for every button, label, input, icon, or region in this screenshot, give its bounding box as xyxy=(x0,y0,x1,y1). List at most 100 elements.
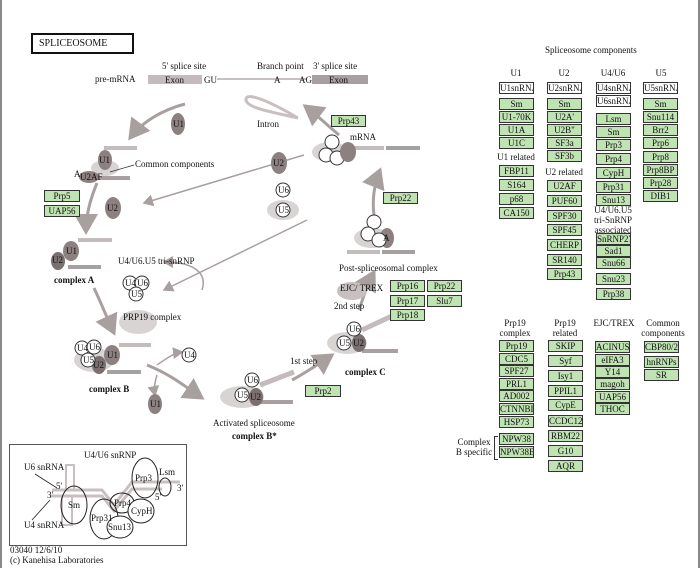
gene-prp19-related-6[interactable]: RBM22 xyxy=(548,430,583,442)
gene-u2-related-3[interactable]: SPF45 xyxy=(547,224,582,236)
gene-u1-1[interactable]: U1-70K xyxy=(499,111,534,123)
gene-prp19-6[interactable]: HSP73 xyxy=(499,416,534,428)
gene-ejc-5[interactable]: THOC xyxy=(595,403,630,415)
gene-u1-related-0[interactable]: FBP11 xyxy=(499,165,534,177)
gene-uap56[interactable]: UAP56 xyxy=(44,205,80,217)
gene-u2-related-5[interactable]: SR140 xyxy=(547,254,582,266)
gene-u4u6-2[interactable]: Prp3 xyxy=(596,139,631,151)
gene-prp5[interactable]: Prp5 xyxy=(44,190,80,202)
gene-slu7[interactable]: Slu7 xyxy=(427,295,462,307)
u5-snrnp xyxy=(275,202,291,218)
gene-prp19-5[interactable]: CTNNBL1 xyxy=(499,403,534,415)
u2af-label: U2AF xyxy=(80,172,103,182)
gene-prp19-related-2[interactable]: Isy1 xyxy=(548,370,583,382)
gene-prp16[interactable]: Prp16 xyxy=(390,280,425,292)
prp4-label: Prp4 xyxy=(114,498,132,508)
e-exon2 xyxy=(98,176,130,180)
gene-ejc-4[interactable]: UAP56 xyxy=(595,391,630,403)
u2-c xyxy=(352,334,366,352)
gene-prp19-related-5[interactable]: CCDC12 xyxy=(548,415,583,427)
common-pointer xyxy=(109,164,135,173)
pre-mrna-label: pre-mRNA xyxy=(95,74,136,84)
post-exon2 xyxy=(382,250,415,254)
gene-u2-related-1[interactable]: PUF60 xyxy=(547,195,582,207)
gene-prp19-related-0[interactable]: SKIP xyxy=(548,340,583,352)
gene-u2-related-2[interactable]: SPF30 xyxy=(547,210,582,222)
gene-prp22-c[interactable]: Prp22 xyxy=(427,280,462,292)
gene-u4u6-5[interactable]: Prp31 xyxy=(596,181,631,193)
gene-u1-related-2[interactable]: p68 xyxy=(499,193,534,205)
gene-u2-2[interactable]: U2B" xyxy=(547,124,582,136)
gene-prp19-2[interactable]: SPF27 xyxy=(499,365,534,377)
gene-ejc-2[interactable]: Y14 xyxy=(595,366,630,378)
gene-ejc-0[interactable]: ACINUS xyxy=(595,341,630,353)
gene-u2-1[interactable]: U2A' xyxy=(547,111,582,123)
gene-prp22[interactable]: Prp22 xyxy=(383,192,418,204)
gene-prp19-3[interactable]: PRL1 xyxy=(499,378,534,390)
gene-prp19-related-4[interactable]: CypE xyxy=(548,399,583,411)
gene-prp19-related-3[interactable]: PPIL1 xyxy=(548,385,583,397)
gene-u5-6[interactable]: Prp28 xyxy=(643,177,678,189)
gene-u5-0[interactable]: Sm xyxy=(643,98,678,110)
u2-a-label: U2 xyxy=(52,255,63,265)
map-title[interactable]: SPLICEOSOME xyxy=(31,33,134,54)
bstar-exon xyxy=(257,400,293,404)
u1-header: U1 xyxy=(510,68,522,78)
gene-u5-1[interactable]: Snu114 xyxy=(643,111,678,123)
gene-u5-7[interactable]: DIB1 xyxy=(643,190,678,202)
gene-u1-related-1[interactable]: S164 xyxy=(499,179,534,191)
gene-prp19-4[interactable]: AD002 xyxy=(499,390,534,402)
gene-prp2[interactable]: Prp2 xyxy=(305,385,341,397)
gene-u2-3[interactable]: SF3a xyxy=(547,137,582,149)
gene-common-2[interactable]: SR xyxy=(644,369,679,381)
gene-u5-3[interactable]: Prp6 xyxy=(643,137,678,149)
gene-u4u6-4[interactable]: CypH xyxy=(596,167,631,179)
u2-bstar xyxy=(249,388,263,406)
gene-u4u6-3[interactable]: Prp4 xyxy=(596,153,631,165)
gene-u4u6-1[interactable]: Sm xyxy=(596,126,631,138)
complex-bstar-label: complex B* xyxy=(232,431,277,441)
gene-u2-0[interactable]: Sm xyxy=(547,98,582,110)
gene-common-1[interactable]: hnRNPs xyxy=(644,356,679,368)
gene-u2-related-0[interactable]: U2AF xyxy=(547,180,582,192)
gene-prp19-1[interactable]: CDC5 xyxy=(499,353,534,365)
complex-a-label: complex A xyxy=(54,275,95,285)
gene-u1-2[interactable]: U1A xyxy=(499,124,534,136)
gene-ejc-1[interactable]: eIFA3 xyxy=(595,354,630,366)
gene-ejc-3[interactable]: magoh xyxy=(595,378,630,390)
gene-prp19-0[interactable]: Prp19 xyxy=(499,340,534,352)
gene-tri-assoc-2[interactable]: Snu66 xyxy=(596,257,631,269)
bstar-exon1 xyxy=(259,369,295,388)
gene-u1-related-3[interactable]: CA150 xyxy=(499,207,534,219)
post-u4 xyxy=(371,232,387,248)
gene-tri-assoc-0[interactable]: SnRNP27 xyxy=(596,233,631,245)
gene-u4u6-0[interactable]: Lsm xyxy=(596,113,631,125)
gene-u4u6-extra-1[interactable]: Prp38 xyxy=(596,288,631,300)
gene-u2-related-6[interactable]: Prp43 xyxy=(547,268,582,280)
gene-prp19-related-7[interactable]: G10 xyxy=(548,445,583,457)
gene-common-0[interactable]: CBP80/20 xyxy=(644,341,679,353)
gene-u4u6-6[interactable]: Snu13 xyxy=(596,194,631,206)
gene-prp17[interactable]: Prp17 xyxy=(390,295,425,307)
gene-u4u6-extra-0[interactable]: Snu23 xyxy=(596,273,631,285)
inset-frame xyxy=(9,444,187,546)
gene-prp18[interactable]: Prp18 xyxy=(390,309,425,321)
gene-prp43[interactable]: Prp43 xyxy=(331,115,366,127)
gene-u5-5[interactable]: Prp8BP xyxy=(643,164,678,176)
gene-prp19-related-8[interactable]: AQR xyxy=(548,460,583,472)
gene-tri-assoc-1[interactable]: Sad1 xyxy=(596,245,631,257)
gene-u5-4[interactable]: Prp8 xyxy=(643,151,678,163)
copyright: (c) Kanehisa Laboratories xyxy=(10,555,104,565)
a-exon2 xyxy=(68,265,101,269)
gene-complex-b-1[interactable]: NPW38BP xyxy=(499,446,534,458)
b-exon2 xyxy=(107,370,141,374)
gene-u2-related-4[interactable]: CHERP xyxy=(547,239,582,251)
gene-prp19-related-1[interactable]: Syf xyxy=(548,355,583,367)
gene-u5-2[interactable]: Brr2 xyxy=(643,124,678,136)
gene-u1-0[interactable]: Sm xyxy=(499,98,534,110)
gene-complex-b-0[interactable]: NPW38 xyxy=(499,433,534,445)
exon-1-label: Exon xyxy=(165,75,184,85)
sm-label: Sm xyxy=(68,500,80,510)
gene-u1-3[interactable]: U1C xyxy=(499,137,534,149)
gene-u2-4[interactable]: SF3b xyxy=(547,150,582,162)
